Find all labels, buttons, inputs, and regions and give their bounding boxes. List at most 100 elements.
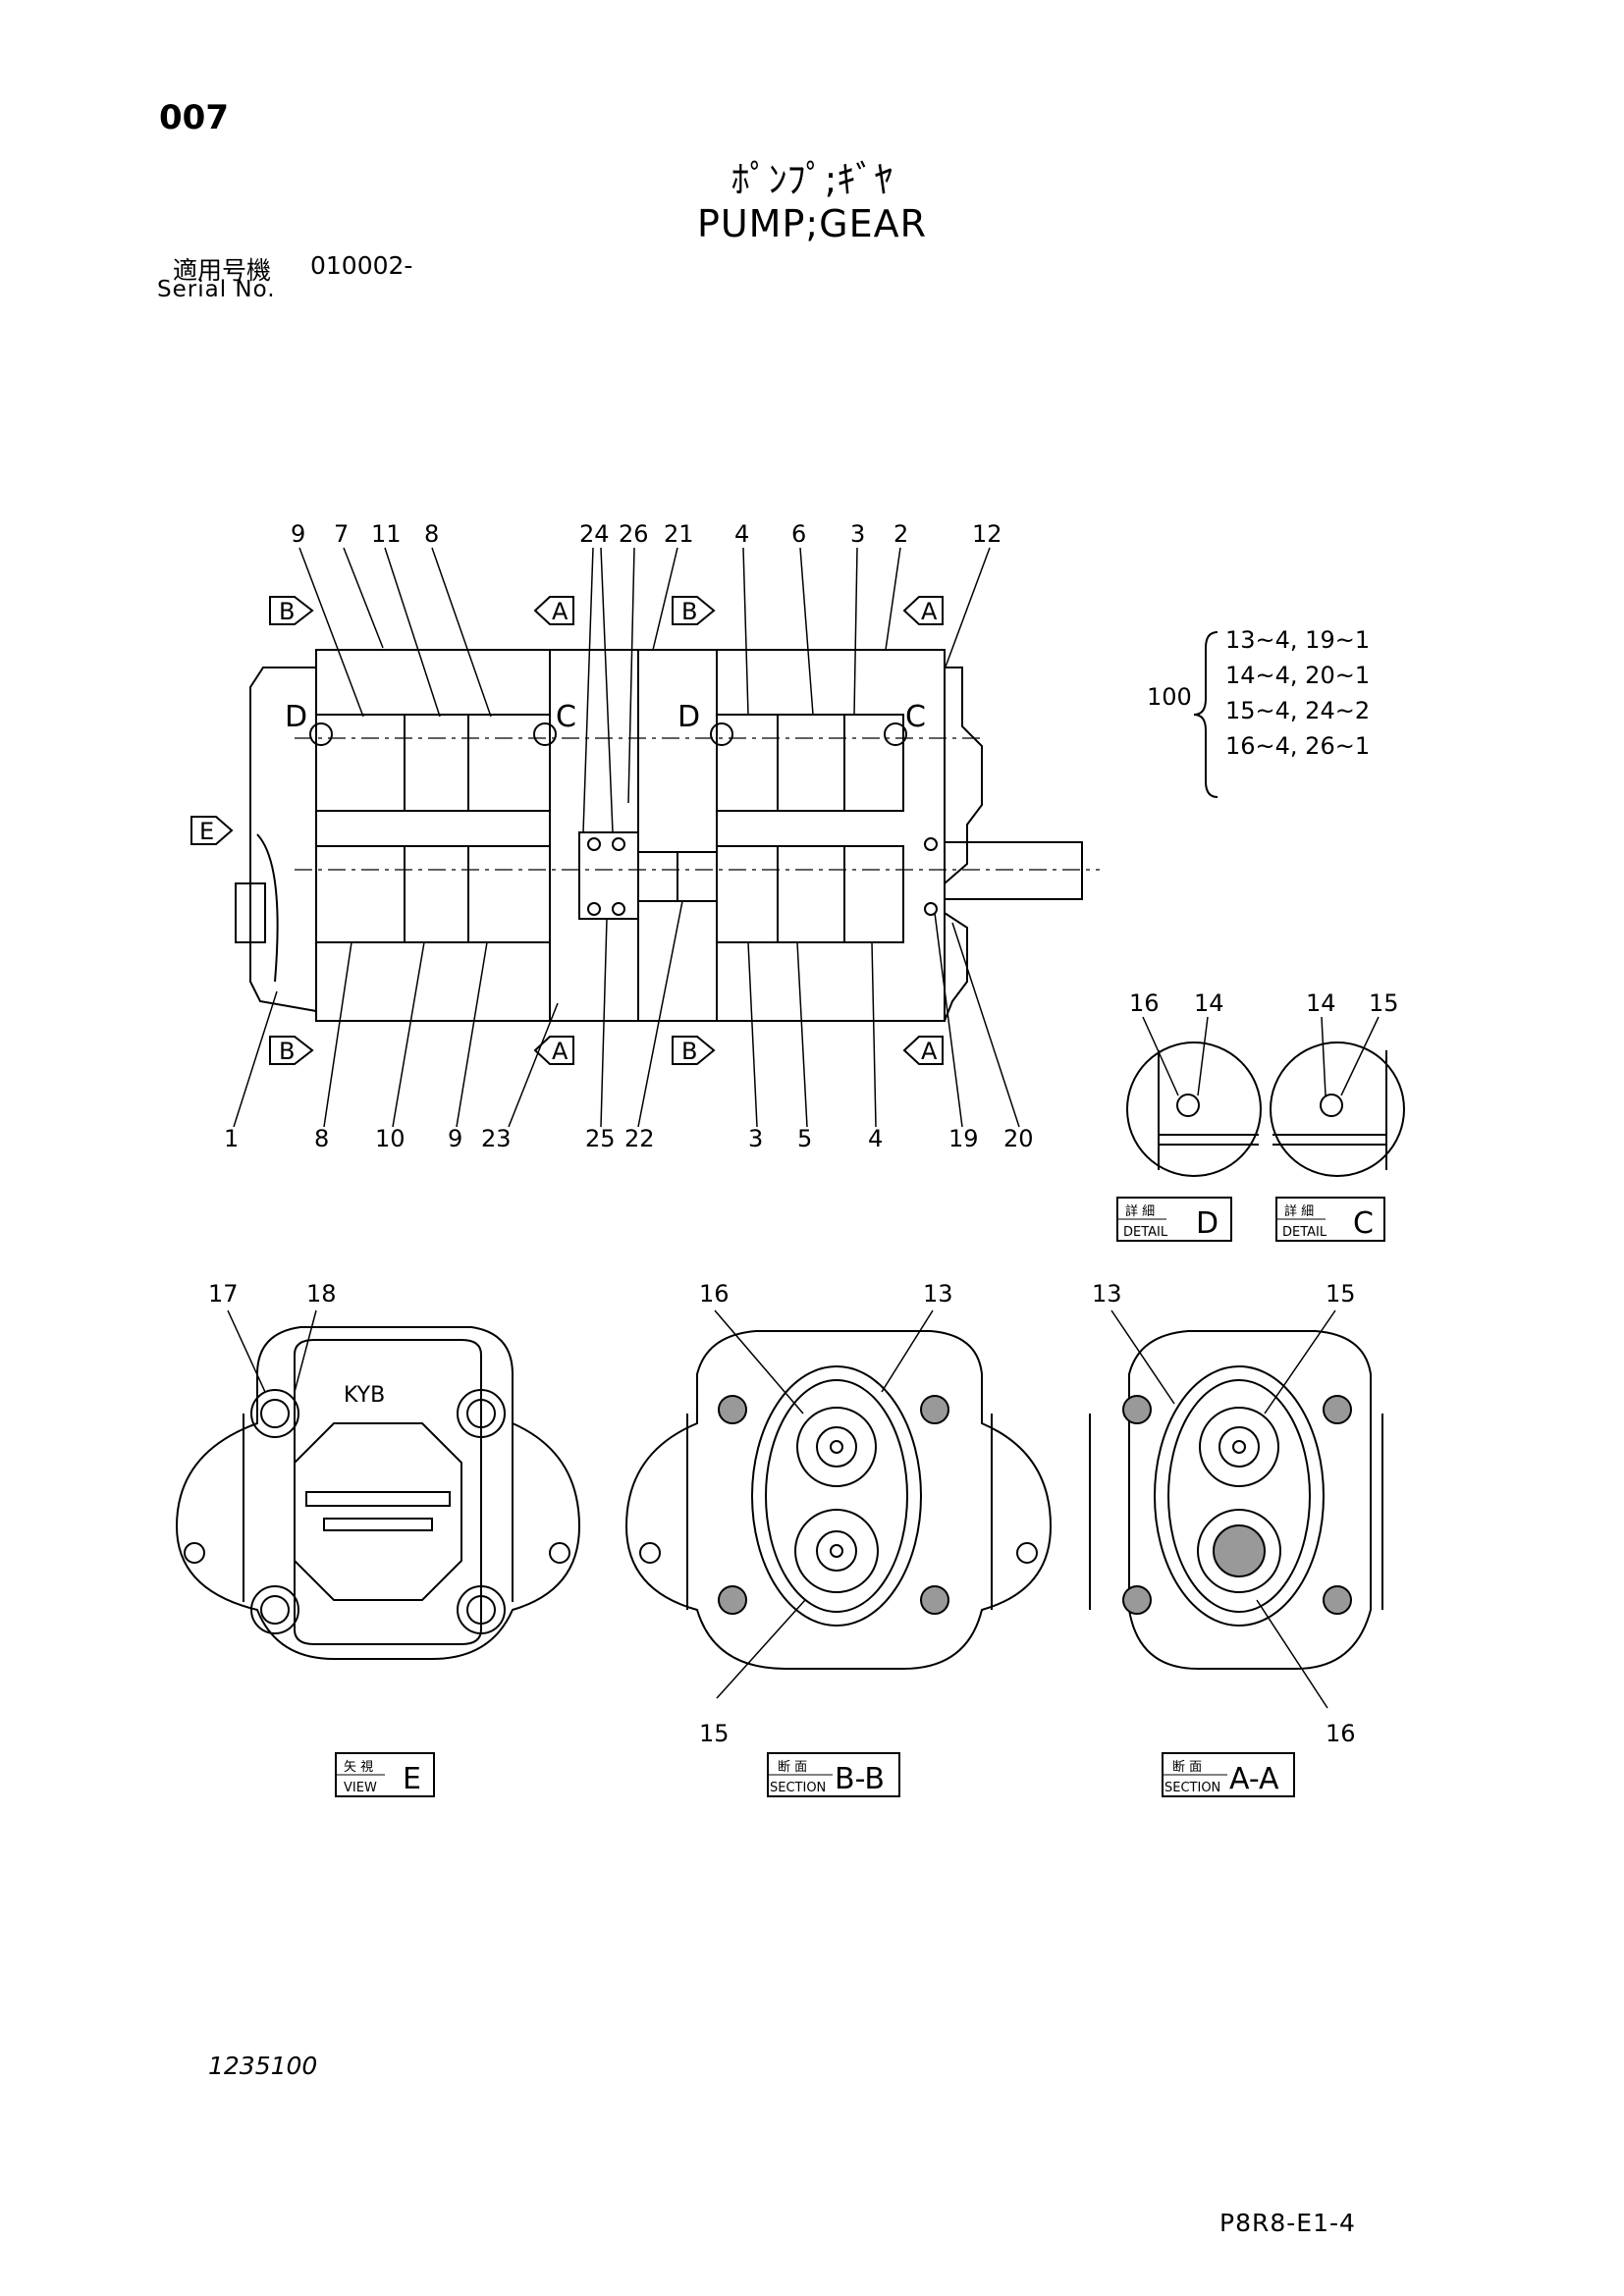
- flange-hole: [184, 1542, 205, 1564]
- kit-item: 13~4, 19~1: [1225, 626, 1370, 654]
- callout-top: 26: [619, 520, 649, 548]
- seal-ball: [1320, 1094, 1343, 1117]
- kit-item: 16~4, 26~1: [1225, 732, 1370, 760]
- callout-top: 2: [893, 520, 908, 548]
- bolt-hole: [718, 1395, 747, 1424]
- section-b-b: [624, 1309, 1053, 1797]
- section-bb-callout: 16: [699, 1280, 730, 1308]
- section-letter-b: B: [279, 598, 295, 625]
- arrow-b-bottom-left: [269, 1036, 314, 1065]
- section-bb-letter: B-B: [835, 1762, 885, 1796]
- view-e-letter: E: [403, 1762, 421, 1796]
- callout-top: 4: [734, 520, 749, 548]
- callout-bottom: 8: [314, 1125, 329, 1152]
- callout-top: 12: [972, 520, 1002, 548]
- seal-ring: [587, 902, 601, 916]
- detail-c-jp: 詳 細: [1284, 1203, 1314, 1219]
- section-aa-callout: 13: [1092, 1280, 1122, 1308]
- section-aa-en: SECTION: [1164, 1781, 1220, 1795]
- detail-c-callout: 15: [1369, 989, 1399, 1017]
- detail-letter-d: D: [677, 700, 700, 734]
- detail-marker-c-right: [884, 722, 907, 746]
- section-aa-housing: [1154, 1365, 1325, 1627]
- kit-item: 15~4, 24~2: [1225, 697, 1370, 724]
- section-letter-a: A: [921, 1038, 938, 1065]
- view-e-jp: 矢 視: [344, 1760, 373, 1775]
- callout-bottom: 23: [481, 1125, 512, 1152]
- front-gear-upper-3: [843, 714, 904, 812]
- section-bb-housing-inner: [765, 1379, 908, 1613]
- view-e-cover: [294, 1339, 482, 1645]
- section-letter-b: B: [279, 1038, 295, 1065]
- rear-gear-lower-2: [404, 845, 469, 943]
- detail-c-circle: [1270, 1041, 1405, 1177]
- view-e-logo: KYB: [344, 1383, 385, 1408]
- detail-d-circle: [1126, 1041, 1262, 1177]
- detail-d-letter: D: [1196, 1206, 1218, 1241]
- section-arrows: [190, 596, 944, 1065]
- section-aa-sides: [1089, 1414, 1383, 1610]
- callout-top: 8: [424, 520, 439, 548]
- kit-number: 100: [1147, 683, 1192, 711]
- section-aa-outline: [1128, 1330, 1372, 1670]
- detail-letter-c: C: [905, 700, 926, 734]
- callout-bottom: 5: [797, 1125, 812, 1152]
- section-a-a: [1089, 1309, 1383, 1797]
- gear-upper: [1199, 1407, 1279, 1487]
- section-bb-jp: 断 面: [778, 1760, 807, 1775]
- callout-bottom: 10: [375, 1125, 406, 1152]
- seal-ring: [587, 837, 601, 851]
- title-japanese: ﾎﾟﾝﾌﾟ;ｷﾞﾔ: [731, 158, 893, 201]
- detail-letter-c: C: [556, 700, 576, 734]
- serial-label-english: Serial No.: [157, 277, 276, 302]
- callout-top: 24: [579, 520, 610, 548]
- callout-bottom: 22: [624, 1125, 655, 1152]
- section-aa-jp: 断 面: [1172, 1760, 1202, 1775]
- section-letter-b: B: [681, 598, 697, 625]
- detail-d-callout: 16: [1129, 989, 1160, 1017]
- bolt-head: [457, 1585, 506, 1634]
- section-bb-en: SECTION: [770, 1781, 826, 1795]
- bolt-head: [457, 1389, 506, 1438]
- flange-hole: [1016, 1542, 1038, 1564]
- section-aa-housing-inner: [1167, 1379, 1311, 1613]
- section-bb-outline: [624, 1330, 1053, 1670]
- view-e-body-sides: [243, 1414, 514, 1602]
- callout-labels: 9 7 11 8 24 26 21 4 6 3 2 12 1 8 10 9 23…: [199, 520, 1370, 1152]
- document-number: 1235100: [208, 2052, 318, 2080]
- front-gear-lower-2: [777, 845, 845, 943]
- kit-item: 14~4, 20~1: [1225, 662, 1370, 689]
- callout-bottom: 1: [224, 1125, 239, 1152]
- view-e-center-plate: [294, 1422, 462, 1601]
- kit-brace: [1193, 631, 1218, 798]
- section-bb-housing: [751, 1365, 922, 1627]
- bolt-hole: [920, 1395, 949, 1424]
- seal-ring: [612, 902, 625, 916]
- front-gear-upper-1: [716, 714, 779, 812]
- detail-d-en: DETAIL: [1123, 1225, 1168, 1240]
- arrow-b-top-left: [269, 596, 314, 625]
- section-bb-text: 16 13 15 断 面 SECTION B-B: [699, 1280, 953, 1796]
- callout-bottom: 3: [748, 1125, 763, 1152]
- drive-shaft: [944, 841, 1083, 900]
- drive-shaft-section: [1213, 1524, 1266, 1577]
- arrow-a-bottom-1: [533, 1036, 574, 1065]
- main-section-view: [190, 547, 1218, 1128]
- view-e-text: 17 18 KYB 矢 視 VIEW E: [208, 1280, 421, 1796]
- bolt-head: [250, 1585, 299, 1634]
- callout-top: 11: [371, 520, 402, 548]
- serial-value: 010002-: [310, 251, 413, 280]
- bolt-hole: [1122, 1585, 1152, 1615]
- callout-top: 7: [334, 520, 349, 548]
- front-flange-upper: [944, 667, 983, 884]
- view-e-slot-2: [323, 1518, 433, 1531]
- bolt-hole: [1323, 1585, 1352, 1615]
- center-seal-housing: [578, 831, 639, 920]
- section-letter-a: A: [552, 598, 568, 625]
- bolt-hole: [718, 1585, 747, 1615]
- view-e-en: VIEW: [344, 1781, 377, 1795]
- callout-bottom: 4: [868, 1125, 883, 1152]
- gear-upper: [796, 1407, 877, 1487]
- gear-lower: [794, 1509, 879, 1593]
- front-flange-lower: [944, 912, 968, 1022]
